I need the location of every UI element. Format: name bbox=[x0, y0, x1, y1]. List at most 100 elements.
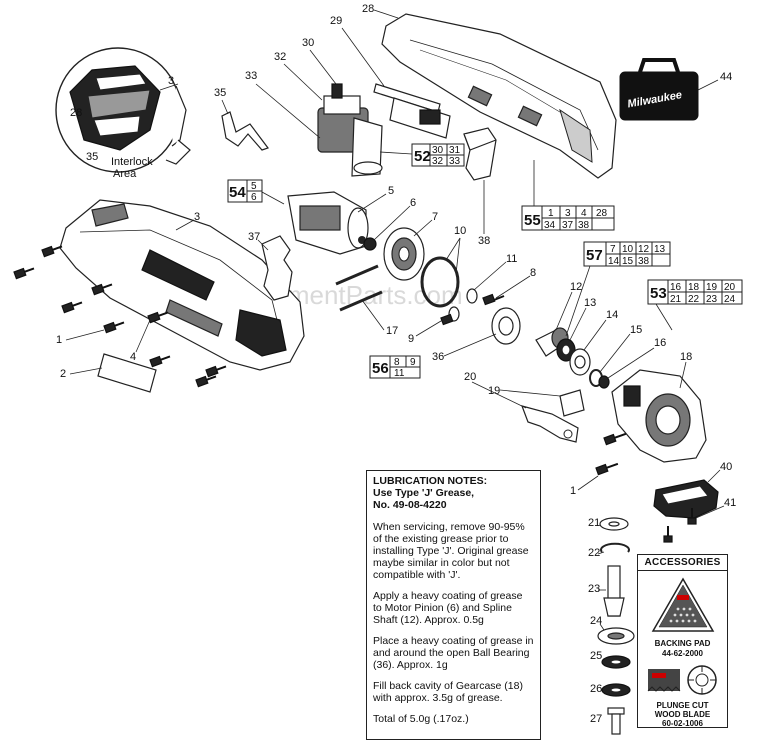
group-52-part-b: 31 bbox=[449, 145, 461, 156]
label-plate-part bbox=[97, 353, 157, 393]
callout-33: 33 bbox=[245, 70, 257, 82]
lube-para-2: Apply a heavy coating of grease to Motor… bbox=[373, 590, 523, 626]
plunge-cut-blade-icon bbox=[646, 665, 720, 695]
callout-7: 7 bbox=[432, 211, 438, 223]
callout-35-detail: 35 bbox=[86, 151, 98, 163]
group-53-part-h: 24 bbox=[724, 294, 736, 305]
bearing-24-part bbox=[597, 627, 635, 645]
callout-17: 17 bbox=[386, 325, 398, 337]
callout-20: 20 bbox=[464, 371, 476, 383]
screws-gearcase bbox=[595, 432, 627, 476]
group-53-part-e: 21 bbox=[670, 294, 682, 305]
backing-pad-number: 44-62-2000 bbox=[662, 649, 703, 658]
lube-title-line1: LUBRICATION NOTES: bbox=[373, 475, 488, 487]
callout-24: 24 bbox=[590, 615, 602, 627]
housing-half-part bbox=[381, 13, 617, 179]
group-55-part-d: 28 bbox=[596, 208, 608, 219]
group-56-part-b: 9 bbox=[410, 357, 416, 368]
lubrication-notes-box: LUBRICATION NOTES: Use Type 'J' Grease, … bbox=[366, 470, 541, 740]
group-57-part-c: 12 bbox=[638, 244, 650, 255]
callout-28: 28 bbox=[362, 3, 374, 15]
callout-26: 26 bbox=[590, 683, 602, 695]
callout-11: 11 bbox=[506, 253, 517, 265]
group-57-part-d: 13 bbox=[654, 244, 666, 255]
callout-32: 32 bbox=[274, 51, 286, 63]
callout-10: 10 bbox=[454, 225, 466, 237]
clamp-26-part bbox=[601, 683, 631, 697]
washer-21-part bbox=[599, 517, 629, 531]
group-56-box bbox=[369, 355, 421, 379]
callout-5: 5 bbox=[388, 185, 394, 197]
callout-1-right: 1 bbox=[570, 485, 576, 497]
callout-2: 2 bbox=[60, 368, 66, 380]
lube-para-3: Place a heavy coating of grease in and a… bbox=[373, 635, 534, 671]
callout-35: 35 bbox=[214, 87, 226, 99]
group-55-part-c: 4 bbox=[581, 208, 587, 219]
blade-name-line1: PLUNGE CUT bbox=[656, 701, 709, 710]
callout-6: 6 bbox=[410, 197, 416, 209]
group-53-part-a: 16 bbox=[670, 282, 682, 293]
callout-14: 14 bbox=[606, 309, 618, 321]
lube-para-4: Fill back cavity of Gearcase (18) with a… bbox=[373, 680, 523, 704]
spacer-part bbox=[463, 127, 497, 181]
callout-3-detail: 3 bbox=[168, 75, 174, 87]
group-53-box bbox=[647, 279, 743, 331]
motor-bracket-part bbox=[261, 235, 293, 301]
bearing-housing-part bbox=[383, 227, 425, 281]
group-54-box bbox=[227, 179, 285, 205]
callout-30: 30 bbox=[302, 37, 314, 49]
bearing-13-part bbox=[556, 338, 576, 362]
group-55-box bbox=[521, 160, 615, 231]
group-53-part-c: 19 bbox=[706, 282, 718, 293]
group-57-number: 57 bbox=[586, 247, 603, 264]
callout-21: 21 bbox=[588, 517, 600, 529]
group-53-part-f: 22 bbox=[688, 294, 700, 305]
callout-8: 8 bbox=[530, 267, 536, 279]
group-57-box bbox=[565, 241, 671, 337]
callout-15: 15 bbox=[630, 324, 642, 336]
group-57-part-b: 10 bbox=[622, 244, 634, 255]
callout-1-left: 1 bbox=[56, 334, 62, 346]
group-52-part-a: 30 bbox=[432, 145, 444, 156]
washer-screw-part bbox=[440, 288, 505, 326]
bearing-14-part bbox=[569, 348, 591, 376]
group-52-part-d: 33 bbox=[449, 156, 461, 167]
group-54-part-b: 6 bbox=[251, 192, 257, 203]
callout-23: 23 bbox=[588, 583, 600, 595]
motor-pinion-part bbox=[363, 237, 377, 251]
lube-title-line3: No. 49-08-4220 bbox=[373, 499, 447, 511]
group-54-number: 54 bbox=[229, 184, 246, 201]
ball-bearing-part bbox=[491, 307, 521, 345]
group-56-part-c: 11 bbox=[394, 368, 405, 379]
fork-part bbox=[521, 405, 579, 443]
switch-assembly-part bbox=[317, 83, 383, 177]
pins-part bbox=[335, 264, 383, 312]
callout-38: 38 bbox=[478, 235, 490, 247]
callout-36: 36 bbox=[432, 351, 444, 363]
output-spindle-part bbox=[603, 565, 625, 617]
interlock-clip-part bbox=[221, 111, 269, 151]
group-53-number: 53 bbox=[650, 285, 667, 302]
callout-12: 12 bbox=[570, 281, 582, 293]
callout-27: 27 bbox=[590, 713, 602, 725]
lube-title-line2: Use Type 'J' Grease, bbox=[373, 487, 475, 499]
retaining-ring-part bbox=[600, 542, 630, 553]
group-54-part-a: 5 bbox=[251, 181, 257, 192]
group-57-part-e: 14 bbox=[608, 256, 620, 267]
group-53-part-g: 23 bbox=[706, 294, 718, 305]
callout-9: 9 bbox=[408, 333, 414, 345]
clamp-screw-part bbox=[607, 707, 625, 735]
callout-44: 44 bbox=[720, 71, 732, 83]
callout-25: 25 bbox=[590, 650, 602, 662]
callout-13: 13 bbox=[584, 297, 596, 309]
lube-para-1: When servicing, remove 90-95% of the exi… bbox=[373, 521, 529, 581]
group-56-number: 56 bbox=[372, 360, 389, 377]
group-57-part-a: 7 bbox=[610, 244, 616, 255]
group-52-part-c: 32 bbox=[432, 156, 444, 167]
backing-pad-name: BACKING PAD bbox=[654, 639, 711, 648]
group-57-part-f: 15 bbox=[622, 256, 634, 267]
callout-41: 41 bbox=[724, 497, 736, 509]
guard-screws-part bbox=[663, 508, 697, 543]
accessories-title: ACCESSORIES bbox=[638, 555, 727, 571]
